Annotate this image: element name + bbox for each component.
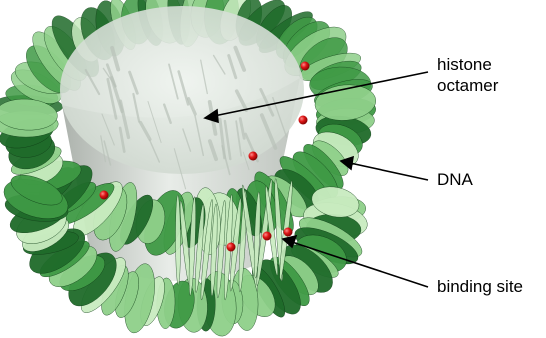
red-sphere-icon [301, 62, 310, 71]
red-sphere-icon [227, 243, 236, 252]
red-sphere-icon [263, 232, 272, 241]
binding-site-label: binding site [437, 276, 523, 297]
histone-label-line1: histone [437, 54, 498, 75]
red-sphere-icon [249, 152, 258, 161]
red-sphere-icon [299, 116, 308, 125]
histone-octamer-label: histone octamer [437, 54, 498, 96]
red-sphere-icon [100, 191, 109, 200]
histone-label-line2: octamer [437, 75, 498, 96]
dna-pointer-line [350, 163, 428, 180]
red-sphere-icon [284, 228, 293, 237]
dna-label: DNA [437, 169, 473, 190]
